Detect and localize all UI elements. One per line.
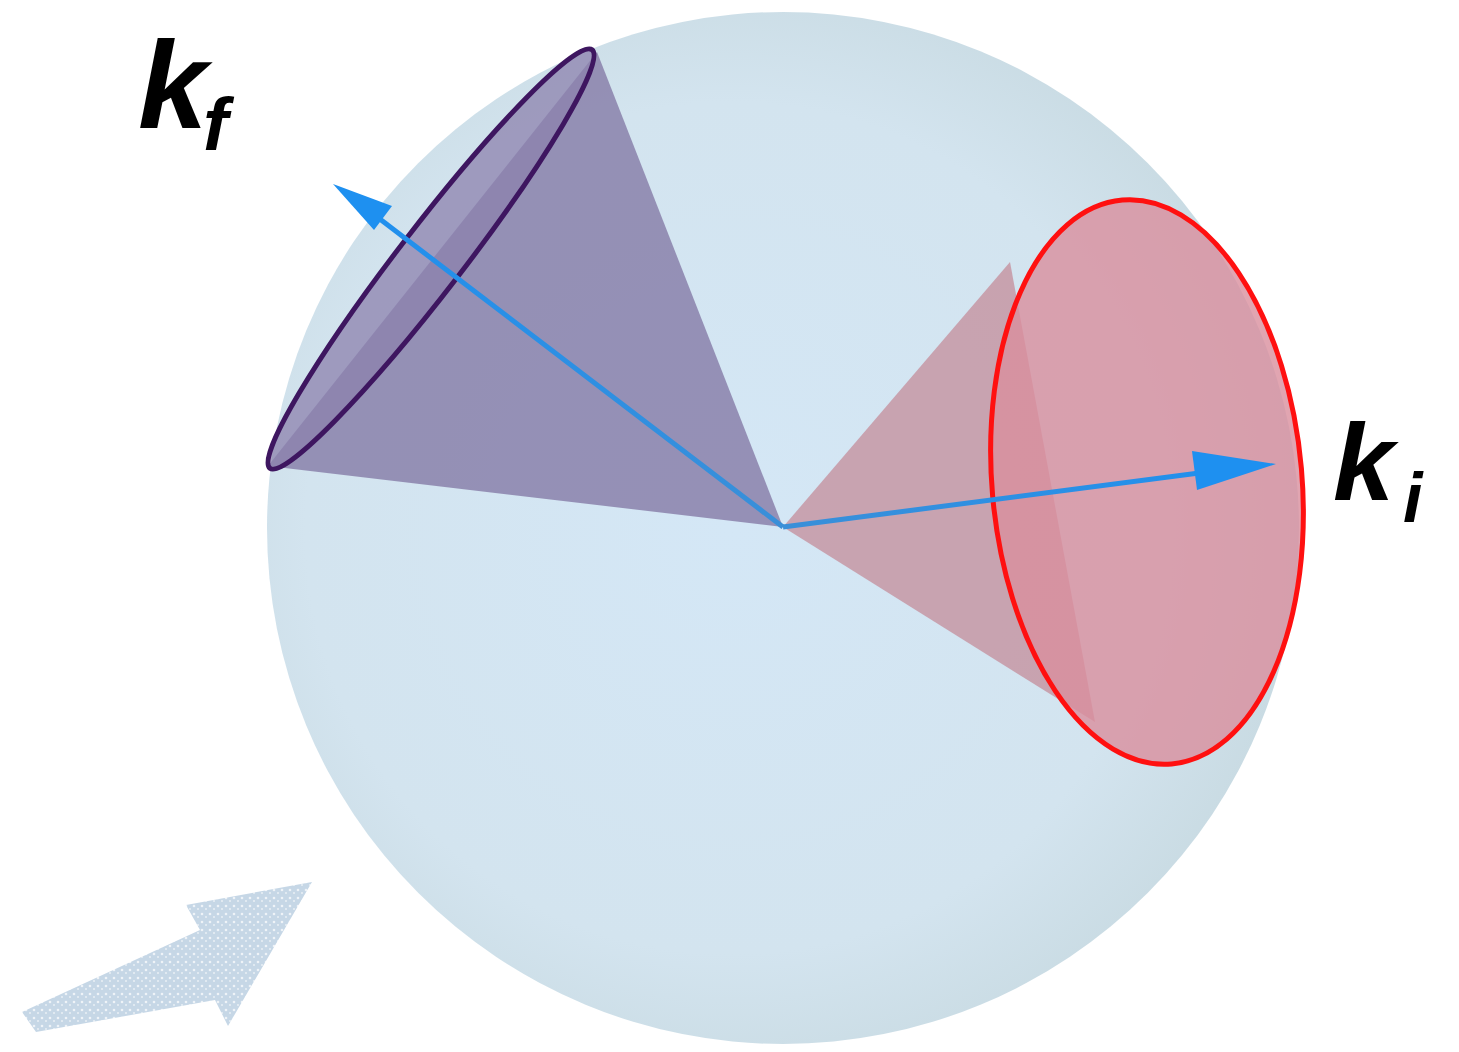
vector-subscript: i	[1403, 463, 1422, 533]
kf-arrowhead	[333, 184, 392, 230]
incident-arrow	[22, 882, 312, 1032]
vector-subscript: f	[203, 87, 228, 162]
kf-vector	[372, 213, 783, 527]
vector-symbol: k	[1333, 407, 1394, 517]
vector-symbol: k	[138, 22, 208, 147]
ki-vector	[783, 469, 1230, 527]
ki-arrowhead	[1192, 451, 1276, 490]
